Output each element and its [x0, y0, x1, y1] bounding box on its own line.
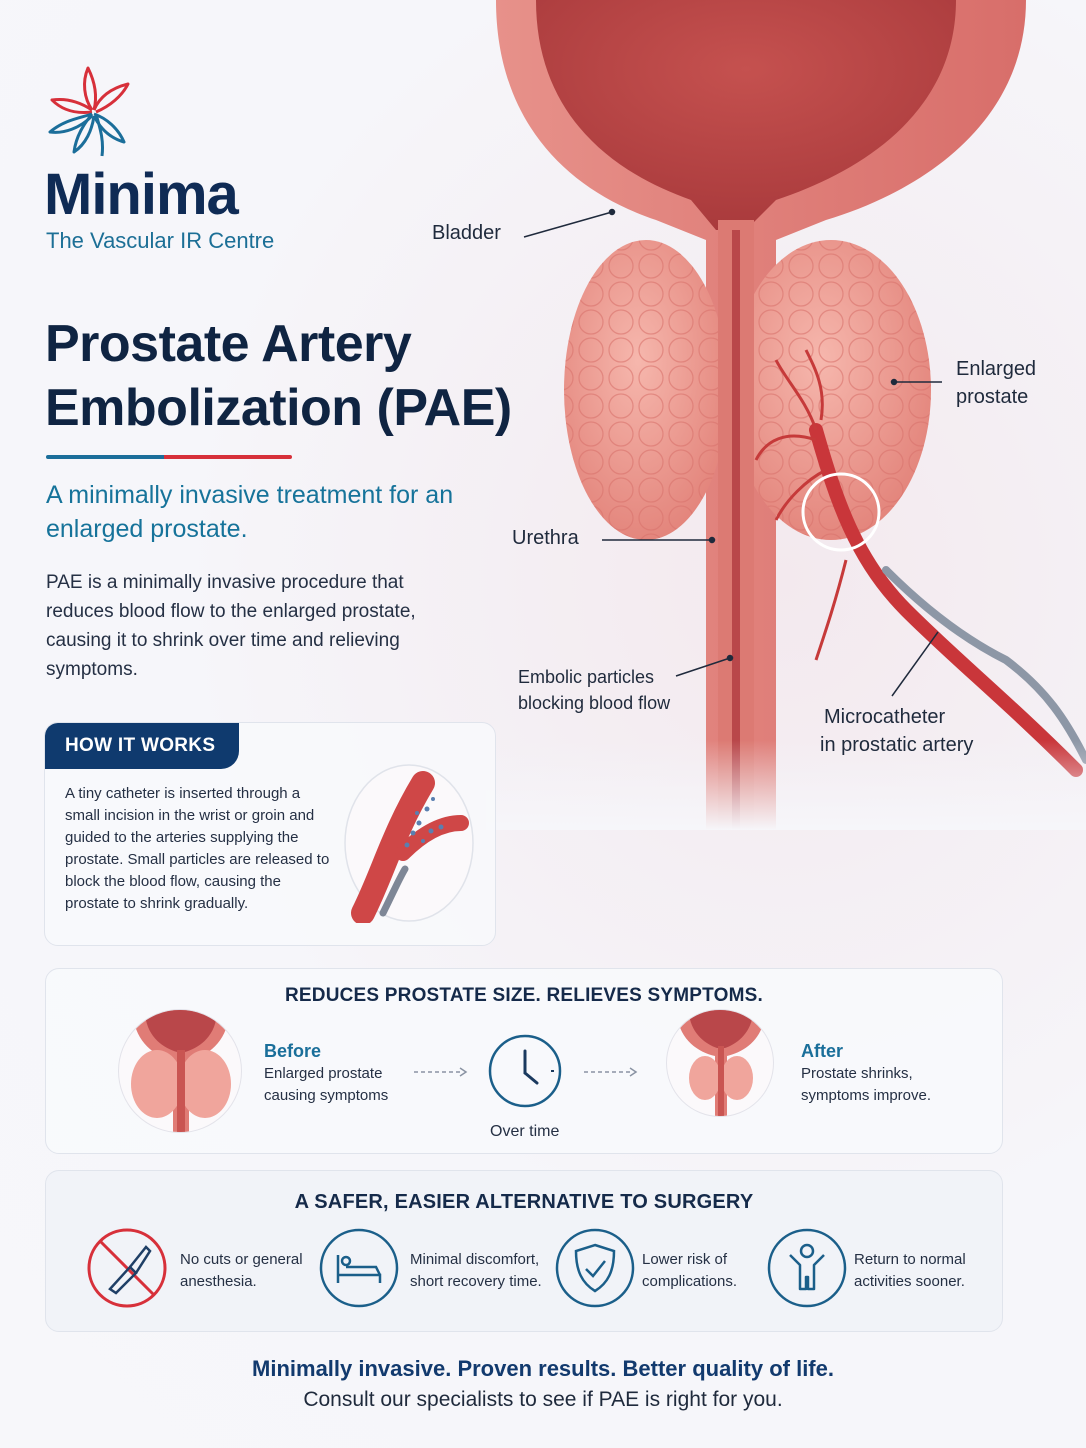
embolic-label-line2: blocking blood flow — [518, 693, 671, 713]
shrunk-prostate-icon — [677, 1010, 765, 1116]
before-prostate-image — [118, 1009, 242, 1133]
benefit-text-1: No cuts or general anesthesia. — [180, 1251, 303, 1290]
title-divider — [46, 455, 292, 459]
embolic-label-line1: Embolic particles — [518, 667, 655, 687]
minima-logo-icon — [48, 66, 130, 157]
before-after-heading: REDUCES PROSTATE SIZE. RELIEVES SYMPTOMS… — [285, 985, 763, 1006]
benefits-heading: A SAFER, EASIER ALTERNATIVE TO SURGERY — [294, 1191, 754, 1213]
before-after-panel: REDUCES PROSTATE SIZE. RELIEVES SYMPTOMS… — [45, 968, 1003, 1154]
person-active-icon — [767, 1228, 847, 1308]
how-it-works-card: HOW IT WORKS A tiny catheter is inserted… — [44, 722, 496, 946]
benefit-text-4: Return to normal activities sooner. — [854, 1251, 966, 1290]
page-title: Prostate Artery Embolization (PAE) — [45, 315, 512, 437]
over-time-label: Over time — [490, 1123, 560, 1140]
brand-subtitle: The Vascular IR Centre — [46, 228, 275, 253]
clock-icon — [488, 1034, 562, 1108]
footer-cta: Consult our specialists to see if PAE is… — [303, 1388, 783, 1411]
enlarged-prostate-icon — [131, 1010, 231, 1132]
intro-paragraph: PAE is a minimally invasive procedure th… — [46, 572, 416, 680]
benefit-text-2: Minimal discomfort, short recovery time. — [410, 1251, 542, 1290]
bed-icon — [319, 1228, 399, 1308]
enlarged-prostate-label-line1: Enlarged — [956, 358, 1037, 380]
arrow-right-icon — [414, 1067, 468, 1077]
before-title: Before — [264, 1041, 322, 1061]
shield-check-icon — [555, 1228, 635, 1308]
catheter-artery-icon — [344, 764, 474, 923]
after-title: After — [801, 1041, 844, 1061]
how-it-works-heading: HOW IT WORKS — [45, 723, 239, 769]
benefit-text-3: Lower risk of complications. — [642, 1251, 738, 1290]
footer-slogan: Minimally invasive. Proven results. Bett… — [252, 1356, 834, 1381]
after-prostate-image — [666, 1009, 774, 1117]
arrow-right-icon — [584, 1067, 638, 1077]
how-it-works-text: A tiny catheter is inserted through a sm… — [65, 785, 330, 912]
prostate-anatomy-illustration — [486, 0, 1086, 830]
bladder-label: Bladder — [432, 222, 501, 244]
after-text: Prostate shrinks, symptoms improve. — [801, 1065, 932, 1104]
urethra-label: Urethra — [512, 527, 579, 549]
enlarged-prostate-label-line2: prostate — [956, 386, 1029, 408]
microcatheter-label-line1: Microcatheter — [824, 706, 946, 728]
brand-name: Minima — [44, 162, 239, 227]
microcatheter-label-line2: in prostatic artery — [820, 734, 974, 756]
no-scalpel-icon — [87, 1228, 167, 1308]
tagline: A minimally invasive treatment for an en… — [46, 481, 454, 543]
before-text: Enlarged prostate causing symptoms — [264, 1065, 389, 1104]
benefits-panel: A SAFER, EASIER ALTERNATIVE TO SURGERY N… — [45, 1170, 1003, 1332]
